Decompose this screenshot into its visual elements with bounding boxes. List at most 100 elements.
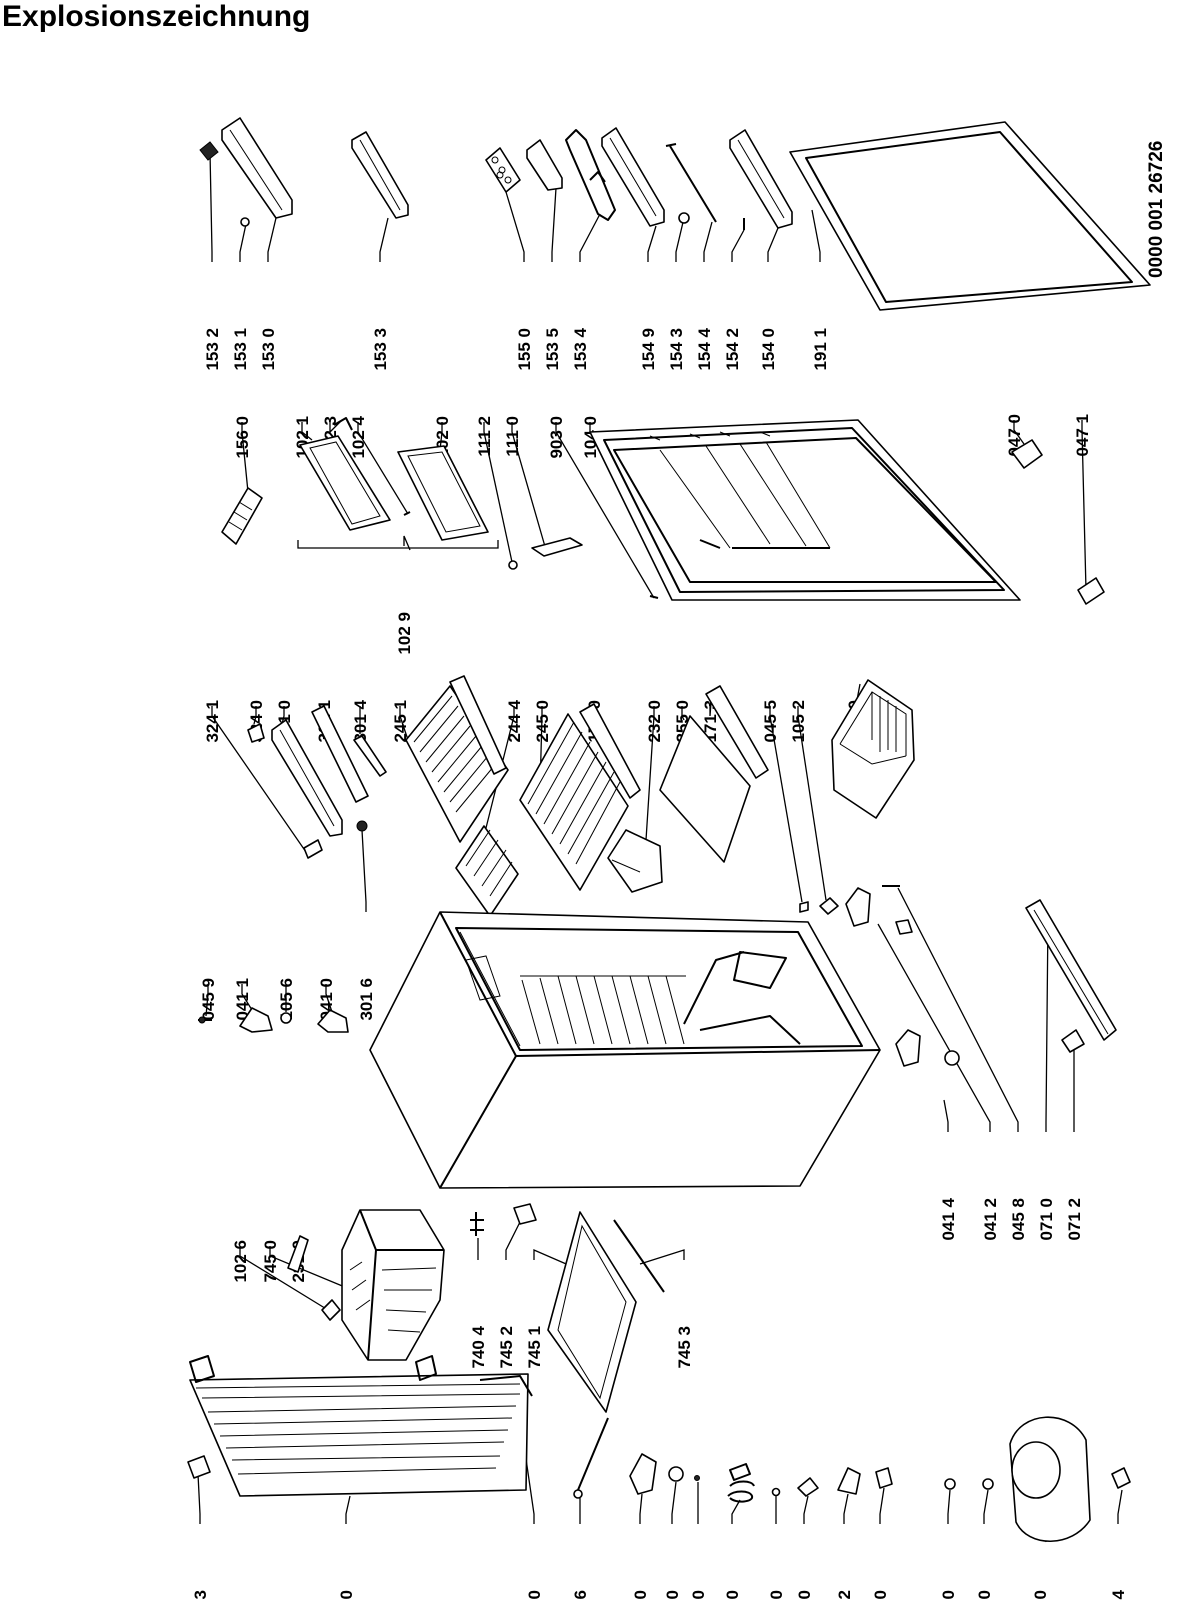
crisper-drawer-242-0	[831, 679, 915, 819]
leader-lines	[197, 151, 1123, 1543]
leader-line	[579, 213, 601, 262]
door-rail-153-4	[565, 129, 616, 221]
door-shelf-154-0	[729, 129, 793, 229]
door-seal-191-1	[789, 121, 1151, 311]
part-label: 614 0	[939, 1590, 958, 1600]
leader-line	[731, 229, 745, 262]
leader-line	[403, 535, 411, 551]
part-label: 045 8	[1009, 1198, 1028, 1241]
relay-252-0	[629, 1453, 657, 1495]
page-title: Explosionszeichnung	[2, 0, 311, 33]
leader-line	[511, 422, 547, 551]
leader-line	[843, 1493, 849, 1524]
part-label: 041 1	[233, 978, 252, 1021]
leader-line	[505, 191, 525, 262]
leader-line	[269, 1246, 353, 1291]
part-label: 651 0	[767, 1590, 786, 1600]
screw-045-5	[799, 901, 809, 913]
evaporator-745-0	[341, 1209, 445, 1361]
leader-line	[345, 1495, 351, 1524]
door-shelf-154-9	[601, 127, 665, 227]
part-label: 153 2	[203, 328, 222, 371]
part-label: 561 2	[835, 1590, 854, 1600]
leader-line	[681, 706, 685, 721]
evaporator-cover-301-0	[247, 719, 343, 837]
part-label: 764 0	[525, 1590, 544, 1600]
leader-line	[983, 1489, 989, 1524]
leader-line	[485, 706, 515, 829]
leader-line	[639, 1493, 643, 1524]
bracket-102-9	[297, 540, 499, 549]
leader-line	[325, 984, 333, 1013]
part-740-4	[470, 1212, 484, 1236]
part-label: 324 1	[203, 700, 222, 743]
part-label: 045 9	[199, 978, 218, 1021]
leader-line	[803, 1495, 809, 1524]
part-label: 111 0	[503, 416, 522, 457]
leader-line	[239, 1246, 329, 1311]
part-label: 041 2	[981, 1198, 1000, 1241]
part-label: 332 0	[689, 1590, 708, 1600]
leader-line	[797, 706, 827, 901]
wire-shelf-245-0	[519, 713, 629, 891]
part-label: 740 0	[337, 1590, 356, 1600]
leader-line	[399, 706, 409, 741]
leader-line	[943, 1099, 949, 1132]
lamp-cover-301-1	[311, 705, 387, 803]
cable-781-6	[573, 1417, 609, 1499]
part-label: 154 0	[759, 328, 778, 371]
part-label: 102 9	[395, 612, 414, 655]
pin-045-9	[198, 1016, 212, 1024]
leader-line	[439, 422, 443, 451]
part-label: 153 3	[371, 328, 390, 371]
part-label: 191 1	[811, 328, 830, 371]
part-label: 071 2	[1065, 1198, 1084, 1241]
screw-111-2	[508, 560, 518, 570]
leader-line	[731, 1499, 741, 1524]
part-label: 781 6	[571, 1590, 590, 1600]
part-label: 402 0	[1031, 1590, 1050, 1600]
part-label: 903 0	[547, 416, 566, 459]
part-label: 153 1	[231, 328, 250, 371]
part-label: 561 0	[975, 1590, 994, 1600]
egg-tray-155-0	[485, 147, 521, 193]
part-745-2	[513, 1203, 537, 1225]
compressor-402-0	[1009, 1416, 1091, 1542]
crisper-232-0	[607, 829, 663, 893]
leader-line	[1045, 915, 1049, 1132]
part-label: 335 0	[663, 1590, 682, 1600]
part-614-0	[944, 1478, 956, 1490]
part-label: 155 0	[515, 328, 534, 371]
leader-line	[703, 221, 713, 262]
part-label: 554 0	[723, 1590, 742, 1600]
leader-line	[211, 706, 307, 853]
part-label: 301 6	[357, 978, 376, 1021]
part-561-0	[982, 1478, 994, 1490]
hinge-bracket-041-4	[895, 1029, 960, 1067]
cap-105-6	[280, 1012, 292, 1024]
part-label: 244 4	[505, 699, 524, 742]
hinge-041-1	[239, 1007, 273, 1033]
leader-line	[947, 1489, 951, 1524]
leader-line	[647, 225, 657, 262]
hinge-111-0	[531, 537, 583, 557]
leader-line	[555, 422, 655, 599]
leader-line	[811, 209, 821, 262]
part-332-0	[694, 1475, 700, 1481]
leader-line	[281, 706, 285, 725]
spring-554-0	[727, 1463, 755, 1503]
part-label: 652 0	[795, 1590, 814, 1600]
hinge-041-0	[317, 1009, 349, 1033]
part-label: 745 2	[497, 1326, 516, 1369]
leader-line	[675, 217, 685, 262]
part-651-0	[771, 1487, 781, 1497]
leader-line	[301, 422, 313, 441]
rod-154-4	[665, 143, 745, 230]
part-label: 047 0	[1005, 414, 1024, 457]
part-493-0	[875, 1467, 893, 1489]
leader-line	[879, 1487, 885, 1524]
leader-line	[505, 1221, 521, 1260]
leader-line	[551, 187, 557, 262]
part-label: 153 0	[259, 328, 278, 371]
leader-line	[671, 1481, 677, 1524]
